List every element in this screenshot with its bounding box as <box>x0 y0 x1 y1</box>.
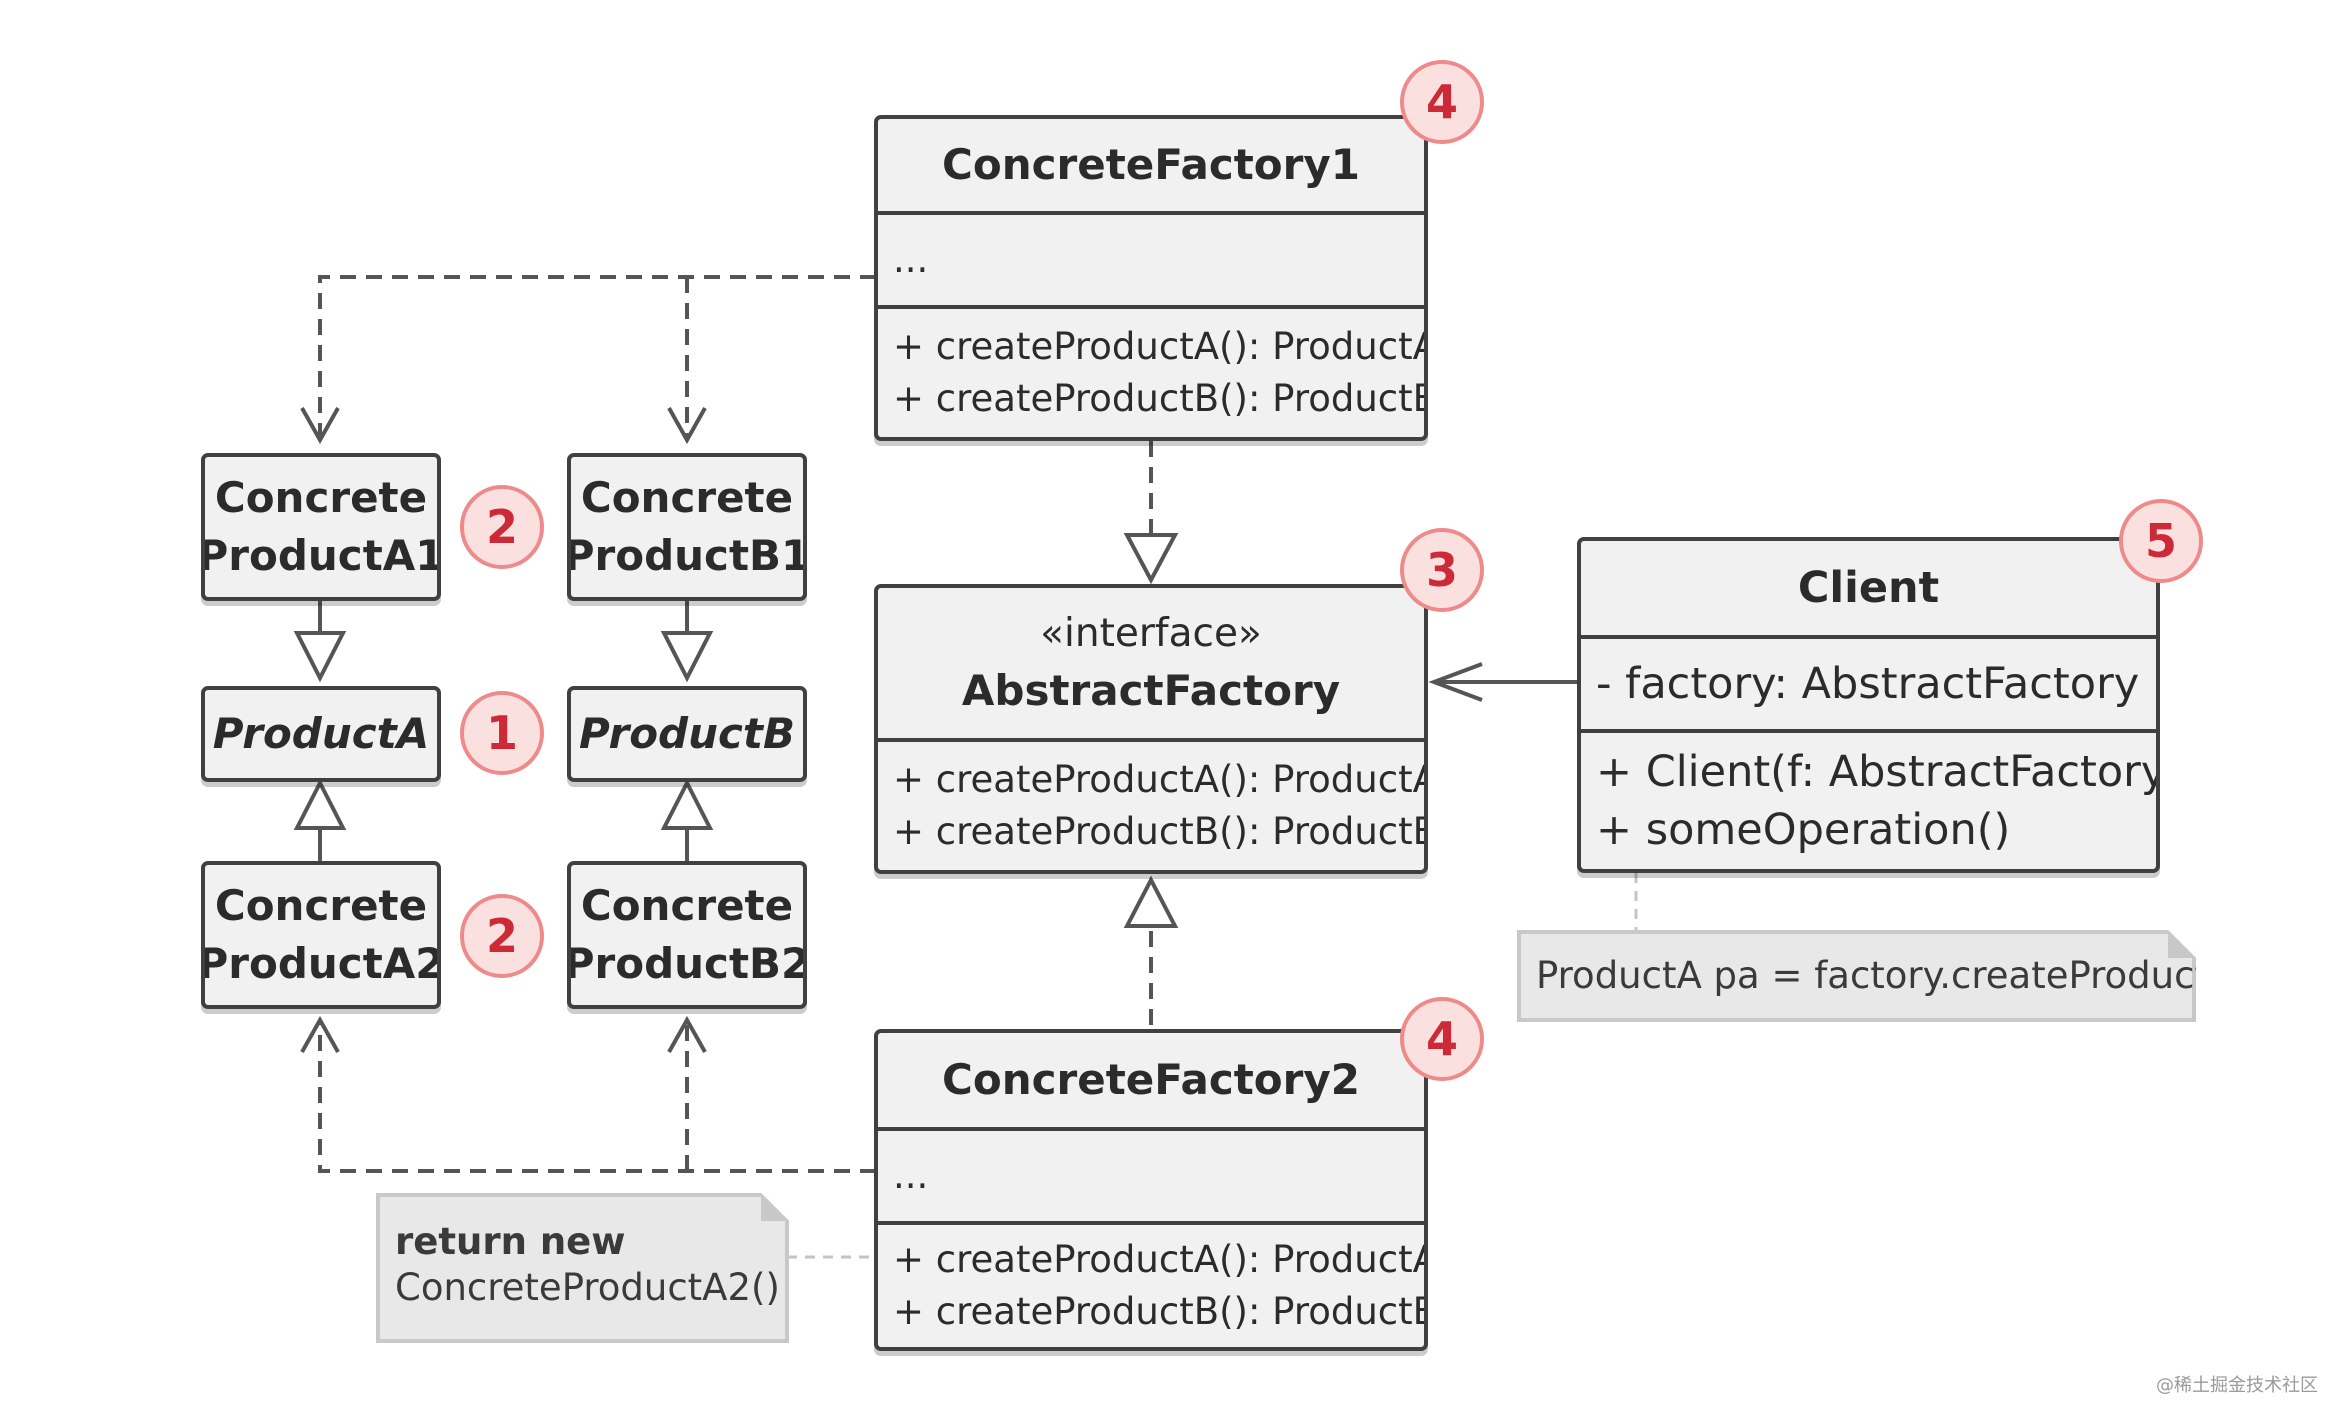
badge-product-a1: 2 <box>460 485 544 569</box>
client-name: Client <box>1797 563 1940 613</box>
product-b-label: ProductB <box>578 709 795 758</box>
concrete-product-a1-line2: ProductA1 <box>201 531 441 580</box>
concrete-product-b2: Concrete ProductB2 <box>567 861 807 1009</box>
concrete-factory-2: ConcreteFactory2 ... + createProductA():… <box>874 1029 1428 1351</box>
concrete-factory-1-method-b: + createProductB(): ProductB <box>893 377 1428 420</box>
concrete-factory-2-methods: + createProductA(): ProductA + createPro… <box>878 1221 1424 1347</box>
concrete-product-a2-line2: ProductA2 <box>201 939 441 988</box>
concrete-factory-1-field: ... <box>893 238 929 281</box>
badge-product-a2: 2 <box>460 894 544 978</box>
product-b-interface: ProductB <box>567 686 807 782</box>
client-field: - factory: AbstractFactory <box>1596 659 2140 709</box>
client-class: Client - factory: AbstractFactory + Clie… <box>1577 537 2160 873</box>
client-fields: - factory: AbstractFactory <box>1581 635 2156 729</box>
concrete-factory-2-name: ConcreteFactory2 <box>942 1055 1360 1104</box>
concrete-factory-1-methods: + createProductA(): ProductA + createPro… <box>878 305 1424 437</box>
abstract-factory-method-a: + createProductA(): ProductA <box>893 758 1428 801</box>
badge-factory1: 4 <box>1400 60 1484 144</box>
badge-abstract-factory: 3 <box>1400 528 1484 612</box>
client-method-operation: + someOperation() <box>1596 805 2011 855</box>
concrete-product-b1-line1: Concrete <box>580 473 794 522</box>
client-method-constructor: + Client(f: AbstractFactory) <box>1596 747 2160 797</box>
concrete-factory-1-method-a: + createProductA(): ProductA <box>893 325 1428 368</box>
note-links <box>787 873 1638 1259</box>
abstract-factory-method-b: + createProductB(): ProductB <box>893 810 1428 853</box>
factory2-note: return new ConcreteProductA2() <box>376 1193 789 1343</box>
product-a-label: ProductA <box>212 709 430 758</box>
client-title: Client <box>1581 541 2156 635</box>
badge-client: 5 <box>2119 499 2203 583</box>
factory-realization <box>1123 441 1179 1025</box>
concrete-factory-1: ConcreteFactory1 ... + createProductA():… <box>874 115 1428 441</box>
abstract-factory-name: AbstractFactory <box>961 666 1341 715</box>
concrete-product-a2-line1: Concrete <box>214 881 428 930</box>
abstract-factory-interface: «interface» AbstractFactory + createProd… <box>874 584 1428 874</box>
concrete-factory-1-fields: ... <box>878 211 1424 305</box>
client-note: ProductA pa = factory.createProductA() <box>1517 930 2196 1022</box>
concrete-product-b1-line2: ProductB1 <box>567 531 807 580</box>
concrete-factory-2-method-b: + createProductB(): ProductB <box>893 1290 1428 1333</box>
concrete-factory-2-field: ... <box>893 1154 929 1197</box>
concrete-product-a2: Concrete ProductA2 <box>201 861 441 1009</box>
concrete-product-b1: Concrete ProductB1 <box>567 453 807 601</box>
abstract-factory-methods: + createProductA(): ProductA + createPro… <box>878 738 1424 870</box>
concrete-factory-1-title: ConcreteFactory1 <box>878 119 1424 211</box>
concrete-factory-1-name: ConcreteFactory1 <box>942 140 1360 189</box>
concrete-product-b2-line2: ProductB2 <box>567 939 807 988</box>
abstract-factory-title: «interface» AbstractFactory <box>878 588 1424 738</box>
concrete-factory-2-title: ConcreteFactory2 <box>878 1033 1424 1127</box>
client-methods: + Client(f: AbstractFactory) + someOpera… <box>1581 729 2156 869</box>
concrete-product-a1-line1: Concrete <box>214 473 428 522</box>
factory2-note-line2: ConcreteProductA2() <box>395 1266 780 1309</box>
badge-factory2: 4 <box>1400 997 1484 1081</box>
product-a-interface: ProductA <box>201 686 441 782</box>
factory1-creates-products <box>300 275 876 445</box>
concrete-factory-2-method-a: + createProductA(): ProductA <box>893 1238 1428 1281</box>
abstract-factory-stereotype: «interface» <box>1040 611 1262 656</box>
client-association <box>1428 662 1577 702</box>
concrete-product-a1: Concrete ProductA1 <box>201 453 441 601</box>
concrete-factory-2-fields: ... <box>878 1127 1424 1221</box>
concrete-product-b2-line1: Concrete <box>580 881 794 930</box>
product-inheritance <box>293 601 714 861</box>
factory2-creates-products <box>300 1015 876 1173</box>
factory2-note-line1: return new <box>395 1220 626 1263</box>
badge-product-a: 1 <box>460 691 544 775</box>
client-note-text: ProductA pa = factory.createProductA() <box>1536 954 2264 997</box>
watermark: @稀土掘金技术社区 <box>2156 1375 2318 1396</box>
